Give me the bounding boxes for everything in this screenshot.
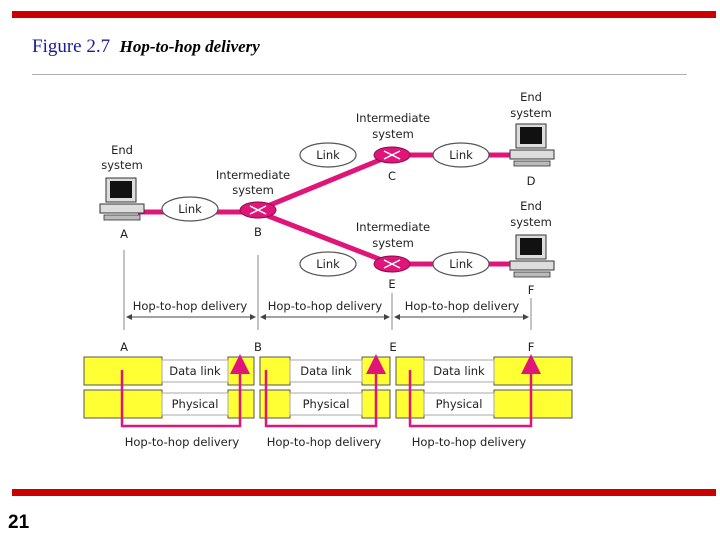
hop-delivery-label: Hop-to-hop delivery <box>268 299 383 313</box>
node-label-e: E <box>388 277 395 291</box>
hop-delivery-label: Hop-to-hop delivery <box>412 435 527 449</box>
intermediate-system-label: system <box>232 183 274 197</box>
computer-icon <box>509 123 555 167</box>
figure-caption: Hop-to-hop delivery <box>119 37 260 56</box>
intermediate-system-label: Intermediate <box>356 111 430 125</box>
node-label-e: E <box>389 340 396 354</box>
link-label: Link <box>449 148 473 162</box>
link-label: Link <box>449 257 473 271</box>
hop-delivery-label: Hop-to-hop delivery <box>267 435 382 449</box>
intermediate-system-label: Intermediate <box>356 220 430 234</box>
arrow-icon <box>120 354 541 428</box>
router-icon <box>373 146 411 164</box>
hop-divider-lines <box>123 250 532 330</box>
link-cloud: Link <box>432 142 490 168</box>
router-icon <box>239 201 277 219</box>
end-system-label: End <box>520 90 542 104</box>
node-label-c: C <box>388 169 396 183</box>
end-system-label: system <box>510 106 552 120</box>
link-b-c <box>257 152 393 213</box>
link-label: Link <box>178 202 202 216</box>
node-label-f: F <box>528 283 535 297</box>
intermediate-system-label: Intermediate <box>216 168 290 182</box>
end-system-label: system <box>510 215 552 229</box>
physical-block <box>493 389 573 419</box>
figure-number: Figure 2.7 <box>32 36 111 57</box>
page-number: 21 <box>8 512 30 533</box>
intermediate-system-label: system <box>372 236 414 250</box>
node-label-a: A <box>120 227 128 241</box>
physical-label: Physical <box>172 397 219 411</box>
link-cloud: Link <box>299 142 357 168</box>
end-system-label: system <box>101 158 143 172</box>
node-label-b: B <box>254 225 262 239</box>
title-rule <box>32 74 687 75</box>
router-icon <box>373 255 411 273</box>
hop-delivery-label: Hop-to-hop delivery <box>125 435 240 449</box>
node-label-b: B <box>254 340 262 354</box>
physical-label: Physical <box>436 397 483 411</box>
layer-bars <box>161 359 495 416</box>
end-system-label: End <box>111 143 133 157</box>
link-b-e <box>257 209 393 267</box>
intermediate-system-label: system <box>372 127 414 141</box>
node-label-f: F <box>528 340 535 354</box>
link-label: Link <box>316 257 340 271</box>
figure-title: Figure 2.7 Hop-to-hop delivery <box>32 36 260 58</box>
link-label: Link <box>316 148 340 162</box>
data-link-label: Data link <box>169 364 221 378</box>
link-cloud: Link <box>432 251 490 277</box>
data-link-label: Data link <box>300 364 352 378</box>
top-accent-bar <box>12 11 716 18</box>
physical-block <box>259 389 291 419</box>
link-cloud: Link <box>299 251 357 277</box>
computer-icon <box>99 177 145 221</box>
node-label-a: A <box>120 340 128 354</box>
bottom-accent-bar <box>12 489 716 496</box>
hop-delivery-label: Hop-to-hop delivery <box>133 299 248 313</box>
data-link-block <box>259 356 291 386</box>
data-link-label: Data link <box>433 364 485 378</box>
data-link-block <box>493 356 573 386</box>
node-label-d: D <box>527 174 536 188</box>
computer-icon <box>509 234 555 278</box>
physical-label: Physical <box>303 397 350 411</box>
hop-delivery-label: Hop-to-hop delivery <box>405 299 520 313</box>
end-system-label: End <box>520 199 542 213</box>
link-cloud: Link <box>161 196 219 222</box>
